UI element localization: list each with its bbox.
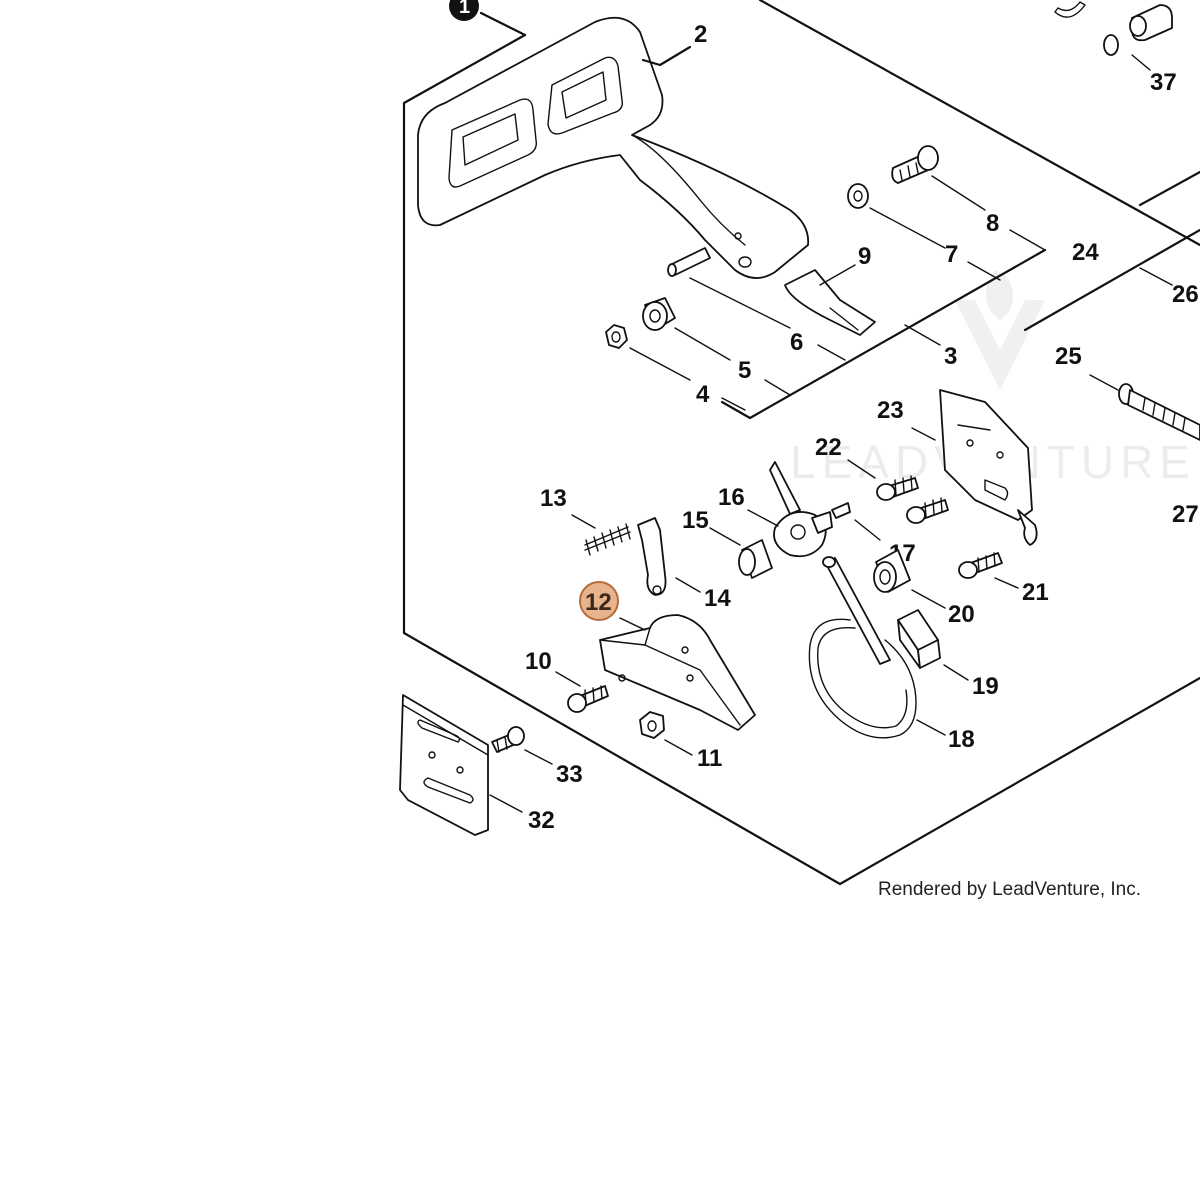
callout-8: 8: [986, 210, 999, 237]
callout-26: 26: [1172, 281, 1199, 308]
part-25-bolt: [1089, 374, 1200, 441]
callout-25: 25: [1055, 343, 1082, 370]
callout-5: 5: [738, 357, 751, 384]
part-5-bushing: [642, 297, 791, 396]
callout-4: 4: [696, 381, 710, 408]
callout-13: 13: [540, 485, 567, 512]
callout-12-highlight[interactable]: 12: [579, 581, 619, 621]
part-15-sleeve: [709, 527, 773, 579]
callout-33: 33: [556, 761, 583, 788]
part-14-pawl: [637, 517, 701, 596]
part-33-screw: [491, 726, 553, 765]
callout-12: 12: [585, 589, 612, 616]
part-8-bolt: [891, 145, 1046, 251]
credit-text: Rendered by LeadVenture, Inc.: [878, 879, 1142, 900]
part-2-handle: [417, 16, 810, 279]
callout-10: 10: [525, 648, 552, 675]
part-18-band: [808, 556, 946, 739]
part-32-plate: [399, 694, 523, 836]
part-9: [784, 264, 876, 336]
svg-text:1: 1: [459, 0, 470, 18]
part-37: [1054, 1, 1173, 71]
part-12-guide: [599, 614, 756, 731]
callout-3: 3: [944, 343, 957, 370]
part-4-nut: [605, 324, 746, 411]
part-10-screw: [555, 671, 609, 713]
callout-32: 32: [528, 807, 555, 834]
part-20-collar: [873, 549, 946, 609]
part-11-nut: [639, 711, 693, 756]
callout-2: 2: [694, 21, 707, 48]
callout-15: 15: [682, 507, 709, 534]
part-21-screw: [958, 552, 1019, 589]
callout-1-badge: 1: [449, 0, 527, 37]
part-13-spring: [571, 514, 631, 556]
part-22-screws: [847, 459, 949, 524]
callout-7: 7: [945, 241, 958, 268]
callout-22: 22: [815, 434, 842, 461]
callout-19: 19: [972, 673, 999, 700]
callout-23: 23: [877, 397, 904, 424]
leader-26: [1139, 267, 1173, 286]
callout-27: 27: [1172, 501, 1199, 528]
leader-3: [904, 324, 941, 346]
callout-24: 24: [1072, 239, 1099, 266]
part-16-lever: [747, 461, 881, 558]
callout-14: 14: [704, 585, 731, 612]
callout-20: 20: [948, 601, 975, 628]
callout-16: 16: [718, 484, 745, 511]
part-7-bushing: [847, 183, 1001, 281]
callout-21: 21: [1022, 579, 1049, 606]
part-6-pin: [667, 247, 846, 361]
main-panel-frame: [402, 33, 1200, 886]
part-23-plate: [911, 389, 1038, 546]
subframe-3: [720, 248, 1047, 420]
right-sub-frame: [1023, 228, 1200, 332]
callout-6: 6: [790, 329, 803, 356]
callout-18: 18: [948, 726, 975, 753]
upper-right-edge: [1138, 170, 1200, 207]
callout-11: 11: [697, 745, 722, 772]
upper-panel-edge: [758, 0, 1200, 247]
callout-9: 9: [858, 243, 871, 270]
callout-37: 37: [1150, 69, 1177, 96]
part-19-block: [897, 609, 969, 681]
